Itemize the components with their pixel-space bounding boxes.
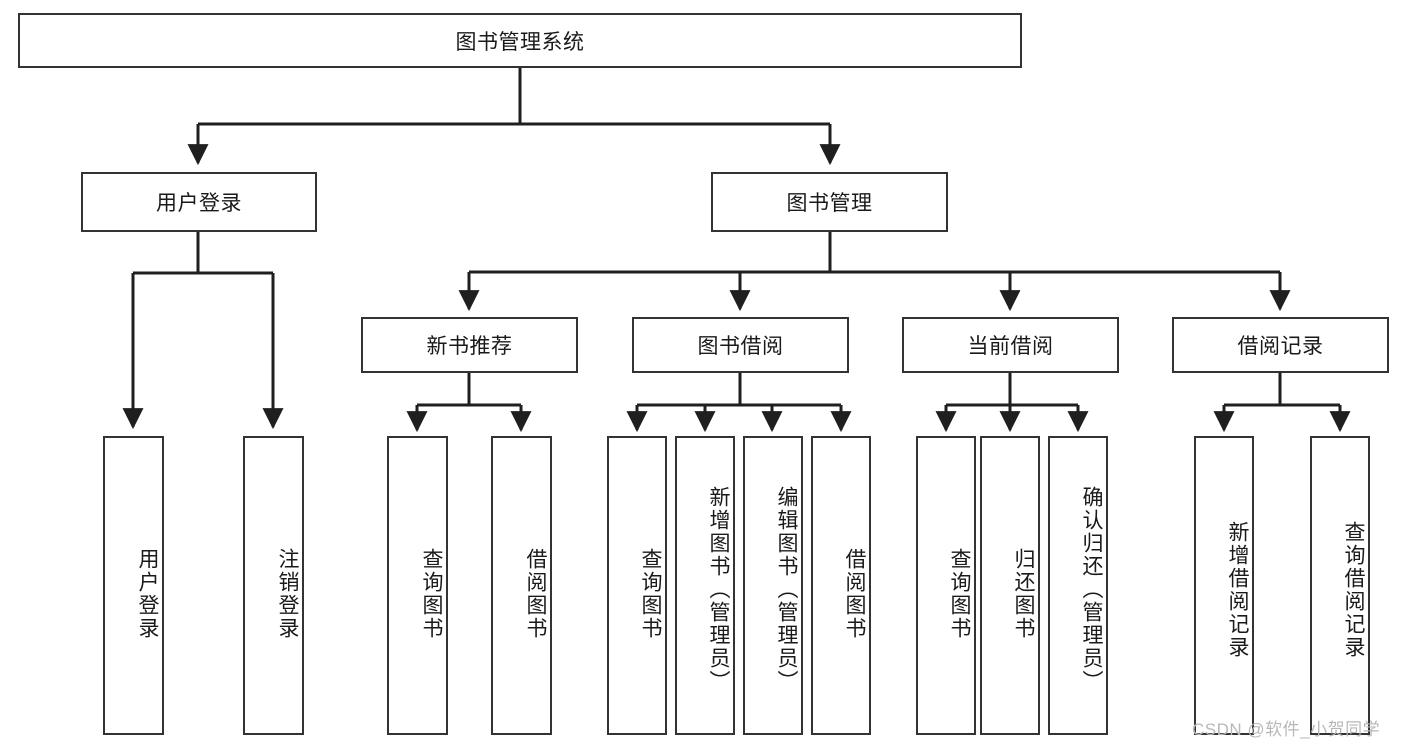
node-label: 查询图书 xyxy=(420,547,443,640)
node-user-login[interactable]: 用户登录 xyxy=(81,172,317,232)
node-new-book-recommend[interactable]: 新书推荐 xyxy=(361,317,578,373)
node-borrow-record[interactable]: 借阅记录 xyxy=(1172,317,1389,373)
node-label: 新增图书（管理员） xyxy=(707,486,730,693)
leaf-new-book-query[interactable]: 查询图书 xyxy=(387,436,448,735)
leaf-current-borrow-query[interactable]: 查询图书 xyxy=(916,436,976,735)
leaf-borrow-record-query[interactable]: 查询借阅记录 xyxy=(1310,436,1370,735)
node-book-borrow[interactable]: 图书借阅 xyxy=(632,317,849,373)
node-label: 确认归还（管理员） xyxy=(1080,486,1103,693)
node-label: 查询图书 xyxy=(639,547,662,640)
leaf-book-borrow-query[interactable]: 查询图书 xyxy=(607,436,667,735)
leaf-borrow-record-add[interactable]: 新增借阅记录 xyxy=(1194,436,1254,735)
node-label: 借阅图书 xyxy=(843,547,866,640)
node-label: 图书管理 xyxy=(786,192,873,215)
node-label: 查询图书 xyxy=(948,547,971,640)
leaf-current-borrow-return[interactable]: 归还图书 xyxy=(980,436,1040,735)
csdn-watermark: CSDN @软件_小贺同学 xyxy=(1192,720,1381,739)
node-label: 新增借阅记录 xyxy=(1226,520,1249,659)
leaf-user-login-signin[interactable]: 用户登录 xyxy=(103,436,164,735)
leaf-book-borrow-edit[interactable]: 编辑图书（管理员） xyxy=(743,436,803,735)
node-label: 归还图书 xyxy=(1012,547,1035,640)
node-label: 图书借阅 xyxy=(697,335,784,358)
node-label: 图书管理系统 xyxy=(455,30,585,54)
node-current-borrow[interactable]: 当前借阅 xyxy=(902,317,1119,373)
node-label: 用户登录 xyxy=(156,192,242,215)
node-label: 编辑图书（管理员） xyxy=(775,486,798,693)
node-label: 查询借阅记录 xyxy=(1342,520,1365,659)
node-label: 借阅图书 xyxy=(524,547,547,640)
node-label: 用户登录 xyxy=(136,547,159,640)
node-book-management[interactable]: 图书管理 xyxy=(711,172,948,232)
leaf-book-borrow-add[interactable]: 新增图书（管理员） xyxy=(675,436,735,735)
node-label: 注销登录 xyxy=(276,547,299,640)
node-label: 借阅记录 xyxy=(1237,335,1324,358)
leaf-user-login-signout[interactable]: 注销登录 xyxy=(243,436,304,735)
node-label: 新书推荐 xyxy=(426,335,513,358)
node-label: 当前借阅 xyxy=(967,335,1054,358)
leaf-new-book-borrow[interactable]: 借阅图书 xyxy=(491,436,552,735)
node-root-system[interactable]: 图书管理系统 xyxy=(18,13,1022,68)
leaf-current-borrow-confirm-return[interactable]: 确认归还（管理员） xyxy=(1048,436,1108,735)
leaf-book-borrow-lend[interactable]: 借阅图书 xyxy=(811,436,871,735)
